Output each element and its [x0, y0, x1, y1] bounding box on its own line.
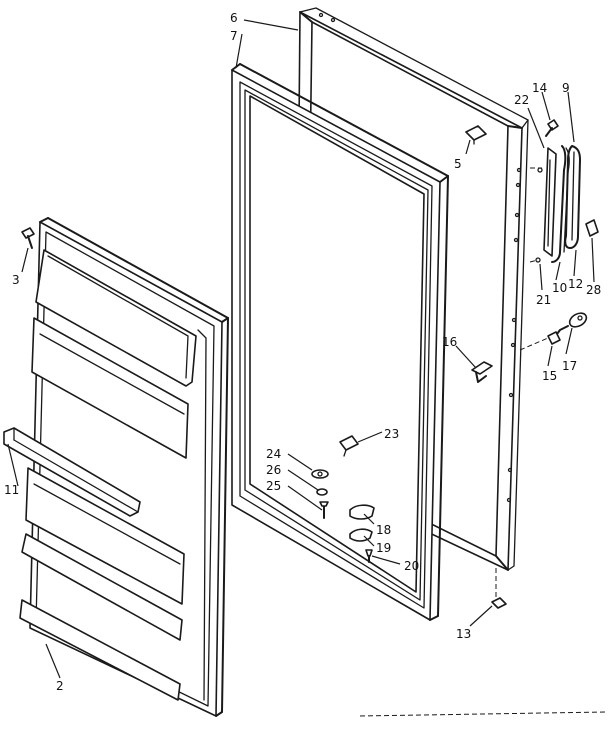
callout-labels: 6 7 14 9 22 5 3 10 12 28 21 16 15 17 23 …: [4, 11, 601, 693]
callout-16: 16: [442, 335, 457, 349]
callout-25: 25: [266, 479, 281, 493]
callout-18: 18: [376, 523, 391, 537]
callout-13: 13: [456, 627, 471, 641]
handle-assembly-part: [535, 119, 599, 263]
callout-22: 22: [514, 93, 529, 107]
door-gasket-part: [231, 63, 449, 621]
hinge-bracket-part-5: [465, 125, 487, 145]
foot-part-13: [491, 597, 507, 609]
inner-door-liner-part: [19, 217, 229, 717]
latch-part-16: [471, 361, 493, 383]
screw-part-3: [21, 227, 35, 249]
callout-6: 6: [230, 11, 238, 25]
callout-10: 10: [552, 281, 567, 295]
callout-26: 26: [266, 463, 281, 477]
callout-12: 12: [568, 277, 583, 291]
shelf-bar-part: [3, 427, 141, 517]
callout-2: 2: [56, 679, 64, 693]
callout-14: 14: [532, 81, 547, 95]
callout-5: 5: [454, 157, 462, 171]
callout-15: 15: [542, 369, 557, 383]
assembly-guide-lines: [359, 167, 607, 717]
callout-11: 11: [4, 483, 19, 497]
bracket-part-23: [339, 435, 359, 457]
callout-7: 7: [230, 29, 238, 43]
callout-3: 3: [12, 273, 20, 287]
lock-assembly-part: [547, 312, 588, 345]
callout-17: 17: [562, 359, 577, 373]
leader-lines: [7, 19, 595, 679]
callout-28: 28: [586, 283, 601, 297]
callout-24: 24: [266, 447, 281, 461]
fastener-stack-part: [311, 469, 329, 519]
callout-21: 21: [536, 293, 551, 307]
callout-9: 9: [562, 81, 570, 95]
callout-23: 23: [384, 427, 399, 441]
callout-20: 20: [404, 559, 419, 573]
callout-19: 19: [376, 541, 391, 555]
